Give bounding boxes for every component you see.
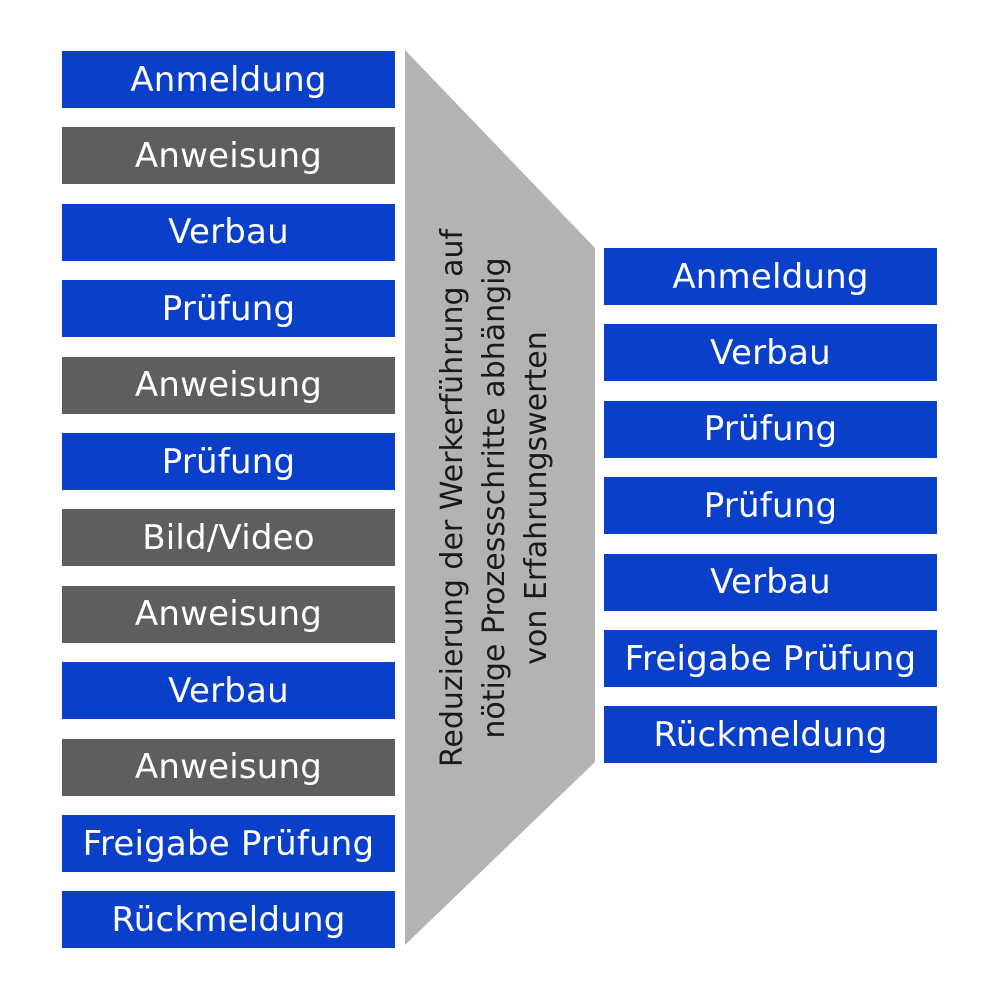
left-step-8: Anweisung — [62, 585, 395, 643]
right-step-7: Rückmeldung — [604, 706, 937, 764]
funnel-caption: Reduzierung der Werkerführung auf nötige… — [432, 178, 558, 818]
left-step-9: Verbau — [62, 662, 395, 720]
right-step-4: Prüfung — [604, 477, 937, 535]
left-step-12: Rückmeldung — [62, 891, 395, 949]
funnel-shape — [405, 50, 595, 945]
left-step-1: Anmeldung — [62, 51, 395, 108]
funnel-caption-line-1: Reduzierung der Werkerführung auf — [435, 228, 470, 768]
left-step-7: Bild/Video — [62, 509, 395, 567]
funnel-caption-line-2: nötige Prozessschritte abhängig — [477, 257, 512, 739]
left-step-2: Anweisung — [62, 127, 395, 185]
funnel-caption-line-3: von Erfahrungswerten — [519, 331, 554, 665]
left-step-3: Verbau — [62, 203, 395, 261]
right-step-3: Prüfung — [604, 400, 937, 458]
left-step-4: Prüfung — [62, 280, 395, 338]
left-step-6: Prüfung — [62, 433, 395, 490]
right-step-5: Verbau — [604, 553, 937, 611]
right-step-6: Freigabe Prüfung — [604, 630, 937, 687]
right-step-2: Verbau — [604, 324, 937, 382]
left-step-5: Anweisung — [62, 356, 395, 414]
left-step-10: Anweisung — [62, 738, 395, 796]
left-step-11: Freigabe Prüfung — [62, 815, 395, 872]
right-step-1: Anmeldung — [604, 248, 937, 305]
